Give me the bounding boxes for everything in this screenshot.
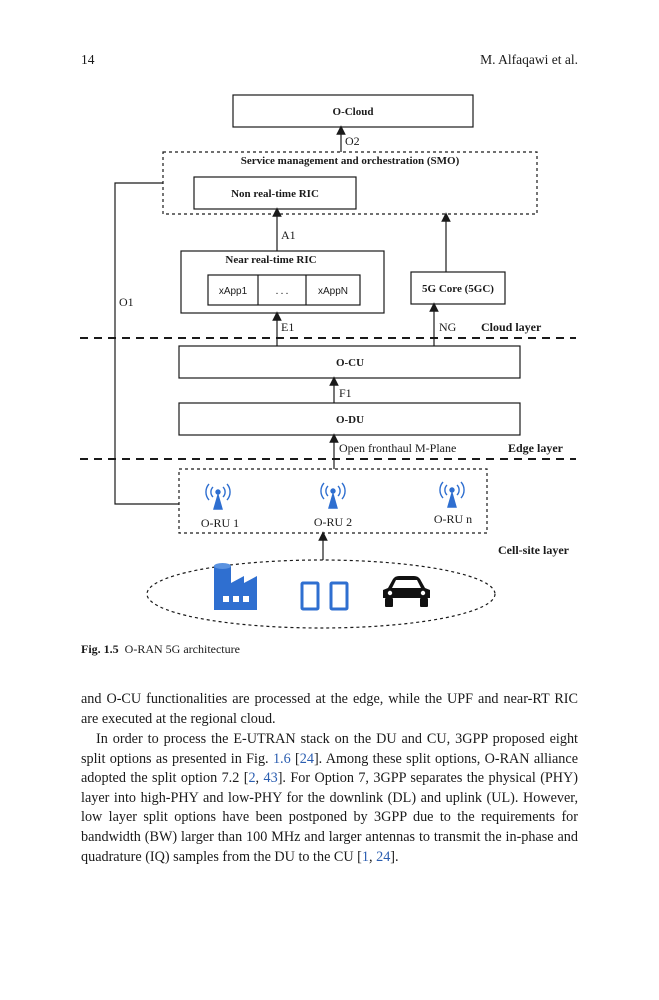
paragraph-2: In order to process the E-UTRAN stack on… — [81, 731, 579, 865]
citation-link[interactable]: 43 — [263, 770, 278, 787]
oru2-label: O-RU 2 — [314, 515, 352, 529]
figure-caption-text: O-RAN 5G architecture — [124, 642, 240, 656]
smo-label: Service management and orchestration (SM… — [241, 155, 460, 167]
o1-interface-line — [114, 182, 179, 505]
paragraph-1: and O-CU functionalities are processed a… — [81, 691, 578, 727]
o-du-label: O-DU — [336, 414, 364, 426]
orun-label: O-RU n — [434, 512, 472, 526]
phone-icon — [300, 581, 349, 611]
factory-icon — [214, 563, 257, 610]
edge-layer-label: Edge layer — [508, 441, 564, 455]
car-icon — [383, 576, 430, 607]
running-header-authors: M. Alfaqawi et al. — [480, 52, 578, 67]
antenna-icon — [439, 481, 465, 508]
5g-core-label: 5G Core (5GC) — [422, 283, 494, 295]
figure-caption: Fig. 1.5 O-RAN 5G architecture — [81, 642, 240, 657]
near-rt-ric-label: Near real-time RIC — [225, 254, 316, 266]
5g-core-box — [410, 271, 506, 305]
fronthaul-label: Open fronthaul M-Plane — [339, 441, 456, 455]
xapps-box — [207, 274, 361, 306]
cellsite-layer-label: Cell-site layer — [498, 543, 570, 557]
f1-label: F1 — [339, 386, 352, 400]
xapp-ellipsis: . . . — [276, 286, 289, 297]
non-rt-ric-label: Non real-time RIC — [231, 188, 319, 200]
ng-label: NG — [439, 320, 457, 334]
e1-label: E1 — [281, 320, 294, 334]
o-cloud-box — [232, 94, 474, 128]
o1-label: O1 — [119, 295, 134, 309]
cloud-layer-label: Cloud layer — [481, 320, 542, 334]
o-du-box — [178, 402, 521, 436]
xappn-label: xAppN — [318, 286, 348, 297]
citation-link[interactable]: 24 — [376, 848, 391, 865]
devices-ellipse — [146, 559, 496, 629]
antenna-icon — [320, 482, 346, 509]
o2-label: O2 — [345, 134, 360, 148]
citation-link[interactable]: 24 — [299, 750, 314, 767]
figure-reference-link[interactable]: 1.6 — [272, 750, 291, 767]
antenna-icon — [205, 483, 231, 510]
figure-caption-label: Fig. 1.5 — [81, 642, 119, 656]
near-rt-ric-box — [180, 250, 385, 314]
oru1-label: O-RU 1 — [201, 516, 239, 530]
a1-label: A1 — [281, 228, 296, 242]
citation-link[interactable]: 2 — [248, 770, 256, 787]
oran-architecture-figure: O-Cloud O2 Service management and orches… — [80, 94, 576, 629]
o-cloud-label: O-Cloud — [333, 106, 374, 118]
citation-link[interactable]: 1 — [361, 848, 370, 865]
o-cu-box — [178, 345, 521, 379]
xapp1-label: xApp1 — [219, 286, 248, 297]
page-number: 14 — [81, 52, 95, 67]
o-cu-label: O-CU — [336, 357, 364, 369]
